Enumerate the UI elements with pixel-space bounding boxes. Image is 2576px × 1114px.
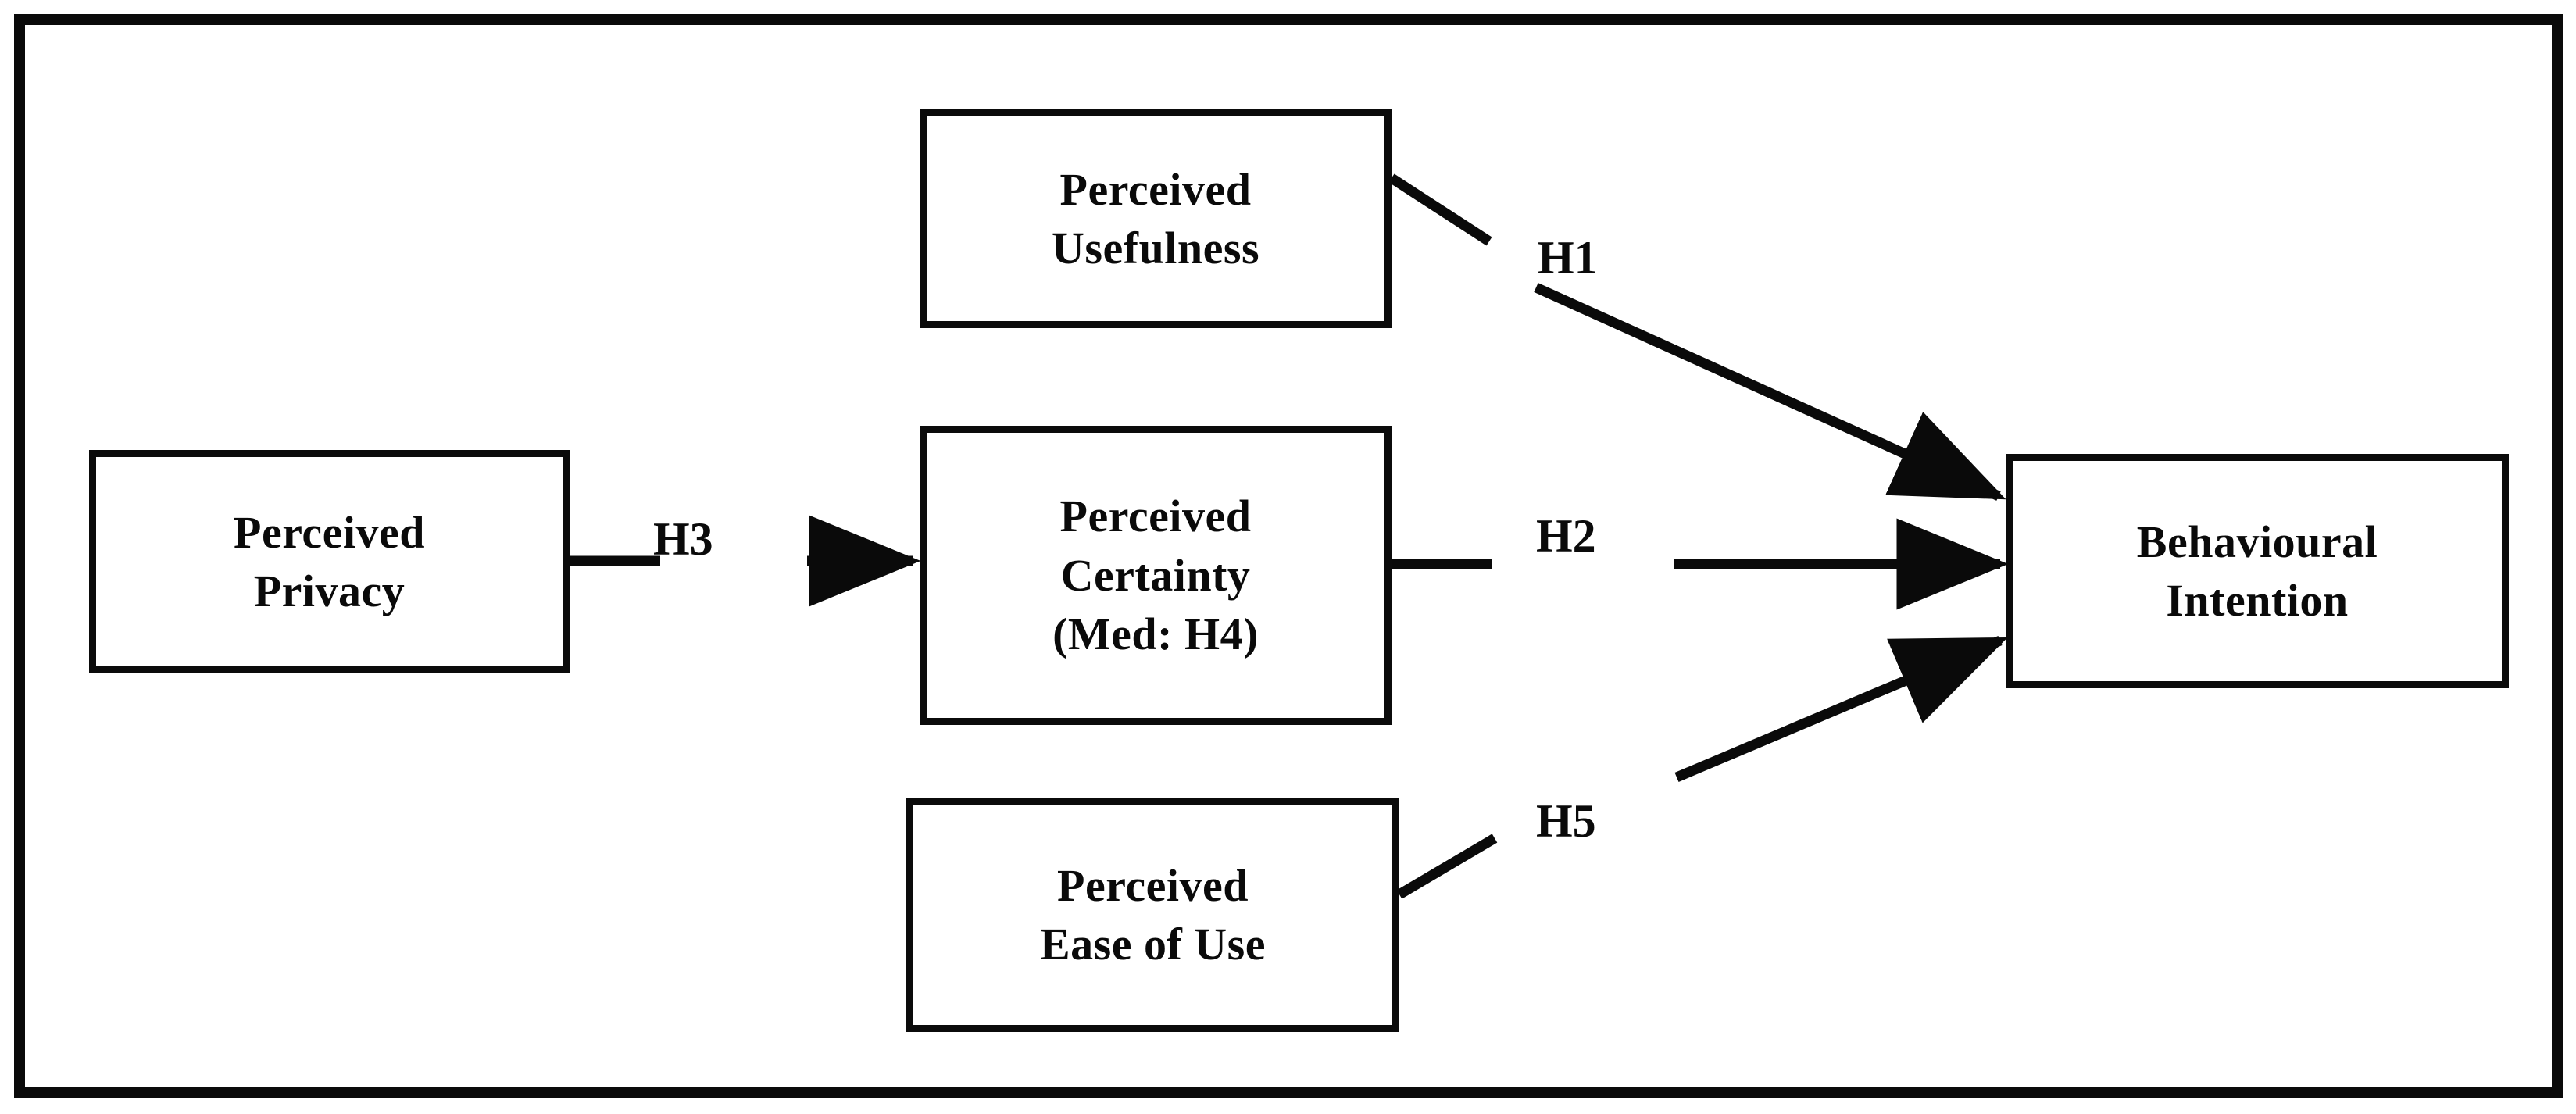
node-perceived-ease-of-use[interactable]: Perceived Ease of Use xyxy=(906,798,1399,1032)
node-perceived-privacy[interactable]: Perceived Privacy xyxy=(89,450,570,673)
node-perceived-certainty[interactable]: Perceived Certainty (Med: H4) xyxy=(920,426,1392,725)
node-label-line: Behavioural xyxy=(2136,516,2378,567)
edge-label-h3: H3 xyxy=(653,513,713,565)
node-label-line: Perceived xyxy=(234,506,425,558)
edge-label-h1: H1 xyxy=(1538,232,1598,284)
node-label-line: Ease of Use xyxy=(1039,919,1266,969)
node-behavioural-intention[interactable]: Behavioural Intention xyxy=(2006,454,2509,688)
node-label-line: Perceived xyxy=(1059,163,1252,215)
node-label-line: Intention xyxy=(2166,575,2349,626)
node-label-line: Privacy xyxy=(253,566,406,616)
node-label-line: Certainty xyxy=(1060,549,1251,601)
node-label-line: Perceived xyxy=(1059,491,1252,542)
edge-label-h5: H5 xyxy=(1536,795,1596,847)
node-mediation-label: (Med: H4) xyxy=(1052,609,1259,660)
node-perceived-usefulness[interactable]: Perceived Usefulness xyxy=(920,109,1392,328)
edge-label-h2: H2 xyxy=(1536,510,1596,562)
node-label-line: Usefulness xyxy=(1051,223,1260,273)
node-label-line: Perceived xyxy=(1057,859,1249,911)
